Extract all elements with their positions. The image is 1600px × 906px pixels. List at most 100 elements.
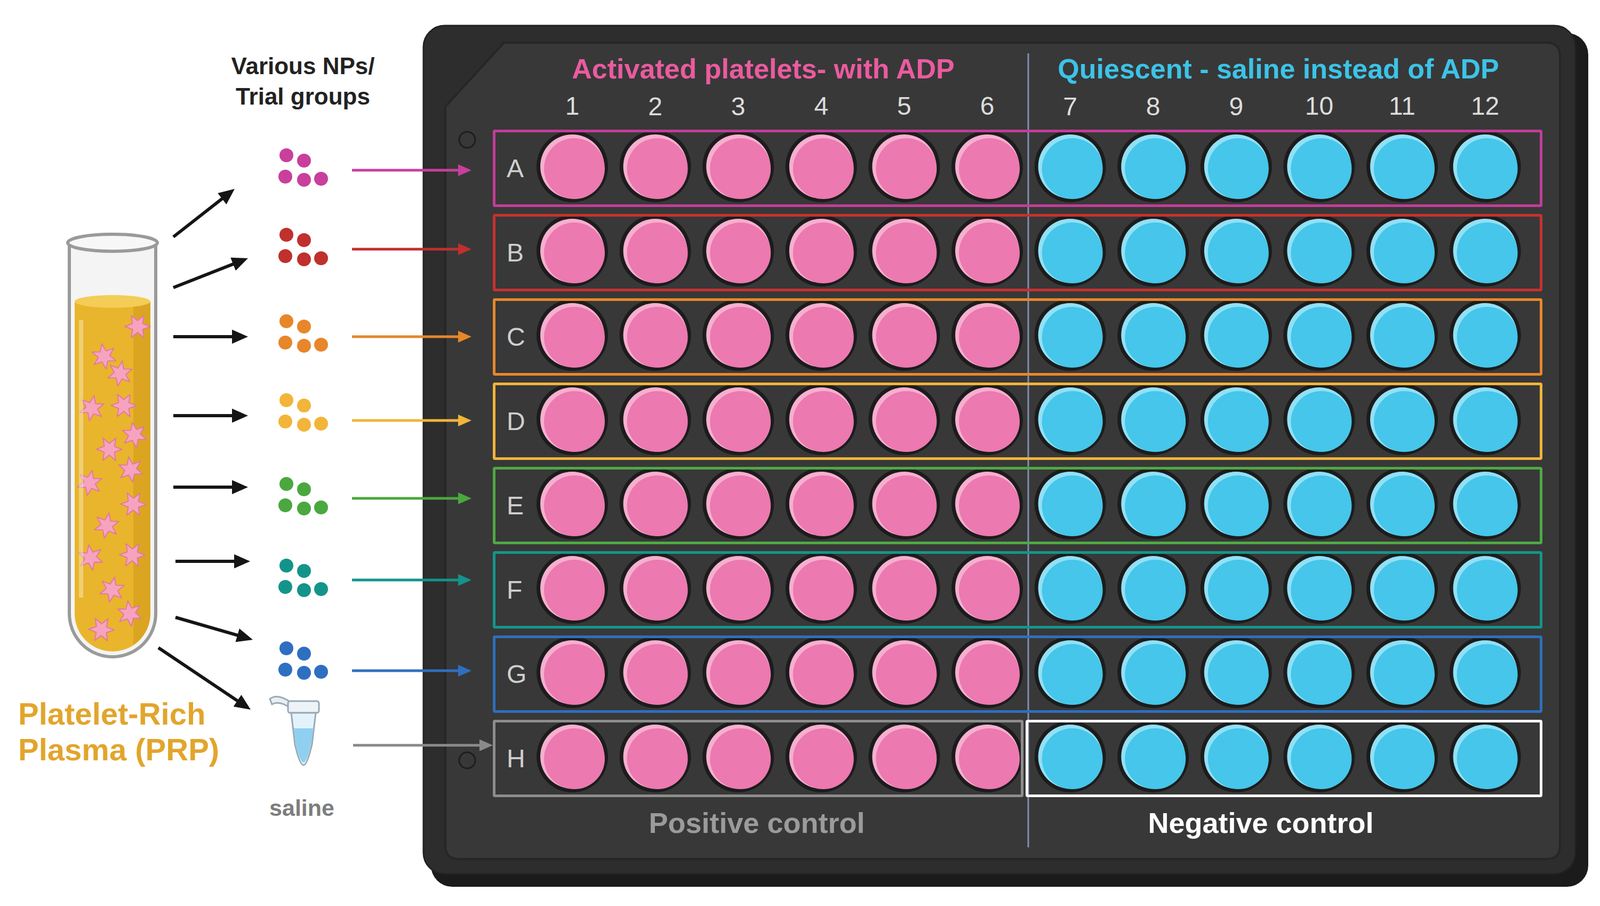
well-highlight <box>1370 640 1435 704</box>
well-rim <box>1449 130 1522 203</box>
well-highlight <box>706 724 771 789</box>
well-highlight <box>540 555 605 620</box>
well-highlight <box>1204 640 1269 704</box>
plate-shadow <box>430 33 1589 887</box>
row-letter: B <box>506 237 524 268</box>
split-arrow <box>175 617 253 642</box>
well-highlight <box>955 471 1020 536</box>
well-fill <box>793 390 854 452</box>
nanoparticle <box>278 498 293 512</box>
well-fill <box>875 138 937 199</box>
row-letter: E <box>506 490 524 520</box>
column-number: 9 <box>1228 91 1244 121</box>
well-rim <box>868 383 940 455</box>
control-label: Negative control <box>1147 805 1374 839</box>
well-highlight <box>1038 471 1103 536</box>
nanoparticle-groups <box>278 148 328 680</box>
well-rim <box>1200 383 1272 455</box>
arrow-head <box>232 480 248 494</box>
row-letter: H <box>506 743 526 773</box>
platelet <box>110 394 137 417</box>
well-fill <box>627 475 688 536</box>
well-rim <box>1449 467 1522 540</box>
well-highlight <box>1204 724 1269 789</box>
group-arrow <box>352 330 472 343</box>
well-highlight <box>540 134 605 199</box>
well-rim <box>1034 552 1107 624</box>
row-letter: D <box>506 406 526 436</box>
well-fill <box>709 643 771 705</box>
well-rim <box>1283 552 1355 624</box>
nanoparticle <box>279 641 294 655</box>
well-rim <box>619 383 692 455</box>
well-highlight <box>1121 134 1186 199</box>
group-arrow <box>352 164 472 176</box>
well-rim <box>536 299 608 371</box>
well-fill <box>958 559 1020 621</box>
well-highlight <box>1038 555 1103 620</box>
nanoparticle <box>278 335 293 350</box>
well-fill <box>958 728 1020 789</box>
well-rim <box>1200 720 1272 792</box>
well-rim <box>1034 214 1107 287</box>
well-highlight <box>706 387 771 452</box>
well-highlight <box>955 218 1020 283</box>
well-highlight <box>540 471 605 536</box>
well-fill <box>793 306 854 368</box>
well-rim <box>1283 383 1355 455</box>
well-rim <box>1283 720 1355 792</box>
well-rim <box>785 214 858 287</box>
nanoparticle <box>314 664 328 679</box>
well-rim <box>785 552 858 624</box>
control-label: Positive control <box>648 805 865 839</box>
well-fill <box>793 728 854 789</box>
well-rim <box>951 299 1023 371</box>
well-highlight <box>1453 555 1518 620</box>
well-highlight <box>540 387 605 452</box>
well-rim <box>536 552 608 624</box>
nanoparticle <box>279 227 294 242</box>
well-highlight <box>1038 724 1103 789</box>
arrow-line <box>175 559 236 563</box>
split-arrow <box>173 329 248 344</box>
well-rim <box>1034 720 1107 792</box>
tube-highlight <box>78 320 84 598</box>
nanoparticle <box>314 337 328 352</box>
arrow-head <box>458 330 472 343</box>
column-number: 6 <box>980 91 995 121</box>
platelet <box>118 456 143 482</box>
well-fill <box>1124 643 1186 705</box>
well-highlight <box>623 640 688 704</box>
well-rim <box>702 214 774 287</box>
arrow-line <box>173 485 234 489</box>
well-highlight <box>1286 302 1351 367</box>
well-rim <box>1449 214 1522 287</box>
well-fill <box>1042 306 1103 368</box>
column-number: 1 <box>565 91 580 121</box>
connector-arrow <box>353 739 493 751</box>
well-rim <box>619 467 692 540</box>
nanoparticle <box>278 662 293 677</box>
well-fill <box>1457 138 1518 199</box>
well-highlight <box>540 640 605 704</box>
row-box: G <box>492 635 1543 713</box>
well-highlight <box>1453 387 1518 452</box>
well-highlight <box>872 555 936 620</box>
column-number: 10 <box>1305 91 1334 121</box>
well-fill <box>544 475 605 536</box>
well-highlight <box>1286 471 1351 536</box>
well-rim <box>536 720 608 792</box>
well-fill <box>1457 306 1518 368</box>
well-highlight <box>1370 218 1435 283</box>
arrow-head <box>234 554 251 568</box>
well-rim <box>1366 299 1438 371</box>
well-highlight <box>1370 302 1435 367</box>
saline-liquid <box>293 728 314 763</box>
well-rim <box>785 720 858 792</box>
column-number: 3 <box>731 91 746 121</box>
split-arrow <box>175 554 251 568</box>
well-highlight <box>872 218 936 283</box>
well-fill <box>1042 390 1103 452</box>
well-rim <box>702 636 774 708</box>
